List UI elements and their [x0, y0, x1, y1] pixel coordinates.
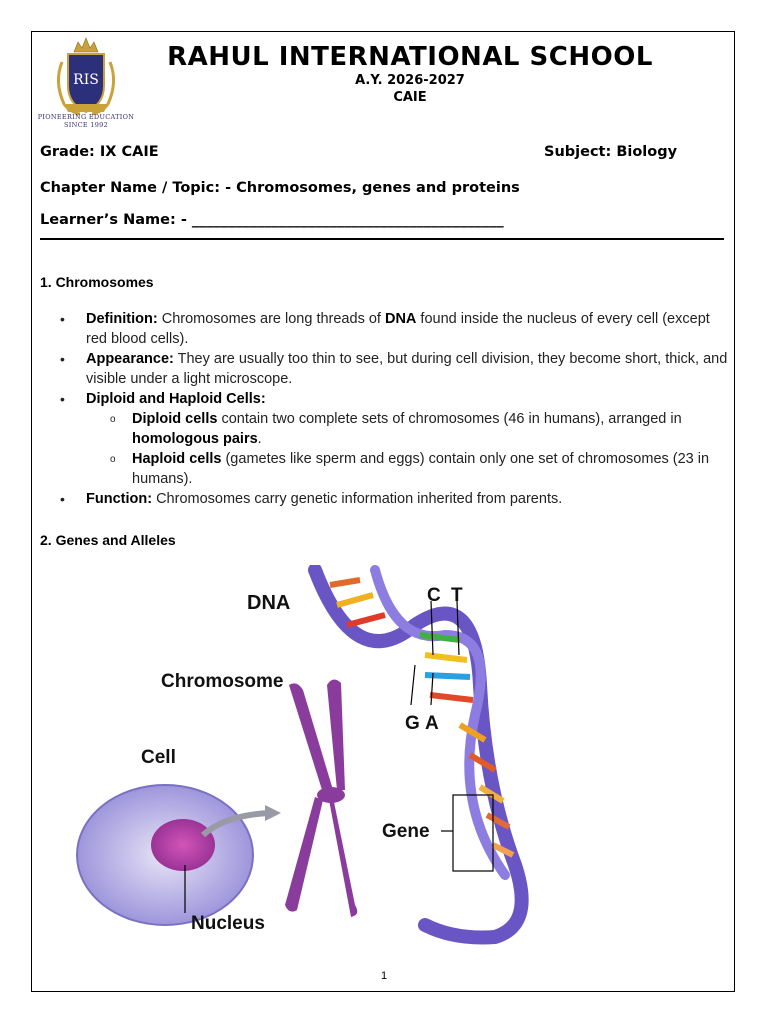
label-base-c: C [427, 585, 441, 606]
academic-year: A.Y. 2026-2027 [355, 73, 465, 88]
label-gene: Gene [382, 821, 430, 842]
grade-label: Grade: IX CAIE [40, 144, 159, 160]
bullet-diploid-haploid: Diploid and Haploid Cells: [40, 389, 730, 409]
bullet-appearance: Appearance: They are usually too thin to… [40, 349, 730, 389]
school-name: RAHUL INTERNATIONAL SCHOOL [167, 42, 653, 72]
chromosome-shape [285, 679, 358, 917]
subbullet-haploid: Haploid cells (gametes like sperm and eg… [40, 449, 730, 489]
page-border [31, 31, 735, 992]
logo-text: RIS [73, 72, 99, 88]
label-base-a: A [425, 713, 439, 734]
learner-name-field[interactable]: Learner’s Name: - ______________________… [40, 212, 504, 228]
chromosomes-bullets: Definition: Chromosomes are long threads… [40, 309, 730, 509]
bullet-definition: Definition: Chromosomes are long threads… [40, 309, 730, 349]
subbullet-diploid: Diploid cells contain two complete sets … [40, 409, 730, 449]
label-base-g: G [405, 713, 420, 734]
nucleus-shape [151, 819, 215, 871]
header-divider [40, 238, 724, 240]
subject-label: Subject: Biology [544, 144, 678, 160]
page-number: 1 [380, 970, 388, 982]
school-crest-icon: RIS [57, 37, 115, 116]
bullet-function: Function: Chromosomes carry genetic info… [40, 489, 730, 509]
gene-bracket [452, 794, 494, 872]
dna-helix [308, 565, 529, 945]
logo-caption: PIONEERING EDUCATION SINCE 1992 [36, 113, 136, 129]
label-base-t: T [451, 585, 463, 606]
cell-chromosome-dna-diagram: DNA Chromosome Cell Nucleus Gene C T G A [76, 565, 529, 945]
logo-caption-line1: PIONEERING EDUCATION [37, 113, 135, 121]
logo-caption-line2: SINCE 1992 [63, 121, 109, 129]
section-chromosomes-title: 1. Chromosomes [40, 274, 154, 290]
label-chromosome: Chromosome [161, 671, 283, 692]
label-nucleus: Nucleus [191, 913, 265, 934]
label-cell: Cell [141, 747, 176, 768]
label-dna: DNA [247, 592, 290, 614]
section-genes-title: 2. Genes and Alleles [40, 532, 176, 548]
exam-board: CAIE [393, 90, 427, 105]
chapter-label: Chapter Name / Topic: - Chromosomes, gen… [40, 180, 520, 196]
